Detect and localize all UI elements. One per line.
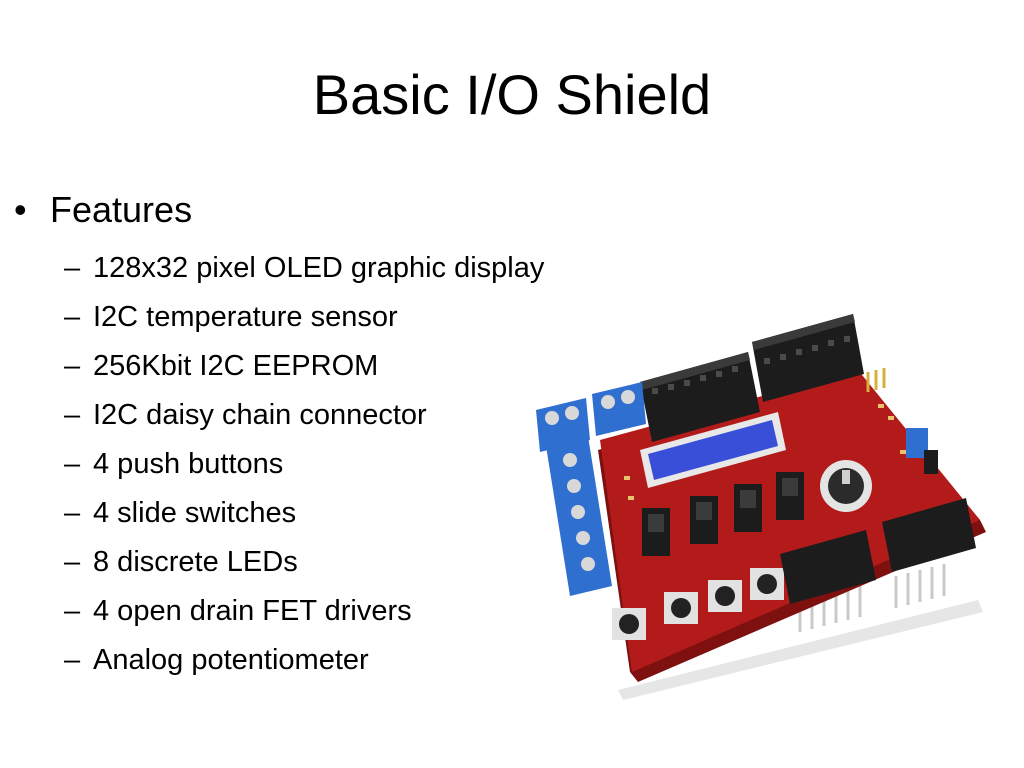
feature-item-label: Analog potentiometer [93,644,369,676]
dash-glyph: – [64,448,81,480]
top-header-right [752,314,864,402]
bullet-features: • Features [14,188,192,232]
screw-terminals-side [546,436,612,596]
board-shadow [618,600,983,700]
bullet-glyph: • [14,189,27,230]
dash-glyph: – [64,301,81,333]
bottom-header-right [882,498,976,572]
dash-glyph: – [64,399,81,431]
feature-item-label: 128x32 pixel OLED graphic display [93,252,545,284]
oled-display [640,412,786,488]
feature-item: –4 push buttons [64,440,544,489]
feature-item: –4 open drain FET drivers [64,587,544,636]
board-photo [536,314,986,700]
feature-item: –Analog potentiometer [64,636,544,685]
dash-glyph: – [64,252,81,284]
feature-item: –256Kbit I2C EEPROM [64,342,544,391]
slide-switches [642,472,804,556]
feature-item: –128x32 pixel OLED graphic display [64,244,544,293]
slide-title: Basic I/O Shield [312,63,712,126]
dash-glyph: – [64,644,81,676]
feature-item-label: 4 push buttons [93,448,284,480]
feature-item-label: 256Kbit I2C EEPROM [93,350,379,382]
right-pins [866,368,886,392]
dash-glyph: – [64,497,81,529]
dash-glyph: – [64,546,81,578]
feature-item-label: 8 discrete LEDs [93,546,298,578]
dash-glyph: – [64,595,81,627]
feature-item-label: I2C temperature sensor [93,301,398,333]
features-list: –128x32 pixel OLED graphic display –I2C … [64,244,544,685]
bottom-header-left [780,530,876,604]
jumper-blocks [906,428,938,474]
feature-item: –4 slide switches [64,489,544,538]
potentiometer [820,460,872,512]
feature-item-label: 4 slide switches [93,497,297,529]
feature-item: –I2C daisy chain connector [64,391,544,440]
feature-item-label: 4 open drain FET drivers [93,595,412,627]
feature-item-label: I2C daisy chain connector [93,399,427,431]
feature-item: –8 discrete LEDs [64,538,544,587]
dash-glyph: – [64,350,81,382]
bullet-features-label: Features [50,189,193,230]
screw-terminals-top [536,382,646,452]
smd-components [624,404,906,500]
push-buttons [612,568,784,640]
header-holes [652,336,850,394]
feature-item: –I2C temperature sensor [64,293,544,342]
top-header-left [640,352,760,442]
